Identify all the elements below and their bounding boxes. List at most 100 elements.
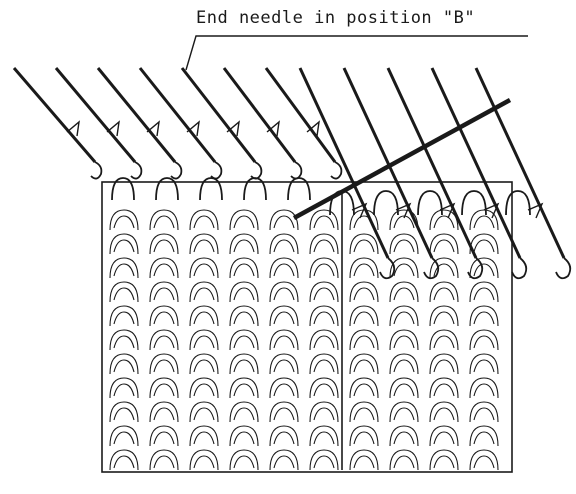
stitch — [230, 378, 258, 398]
position-bar-line — [294, 100, 510, 218]
stitch — [470, 402, 498, 422]
stitch — [150, 210, 178, 230]
needle-left — [224, 68, 301, 179]
stitch — [470, 426, 498, 446]
stitch — [190, 330, 218, 350]
stitch — [230, 282, 258, 302]
stitch — [430, 234, 458, 254]
stitch — [430, 402, 458, 422]
top-loop — [462, 191, 486, 215]
stitch — [270, 234, 298, 254]
stitch — [390, 354, 418, 374]
needle-left — [98, 68, 181, 179]
stitch — [310, 378, 338, 398]
stitch — [150, 378, 178, 398]
stitch — [470, 306, 498, 326]
stitch — [270, 210, 298, 230]
position-bar — [294, 100, 510, 218]
stitch — [350, 306, 378, 326]
stitch — [270, 450, 298, 470]
stitch — [390, 282, 418, 302]
stitch — [390, 234, 418, 254]
stitch — [230, 354, 258, 374]
stitch — [110, 354, 138, 374]
needle-right — [388, 68, 482, 278]
stitch — [310, 426, 338, 446]
stitch — [350, 426, 378, 446]
needle-left — [56, 68, 141, 179]
stitch — [270, 378, 298, 398]
stitch — [470, 258, 498, 278]
stitch — [190, 402, 218, 422]
stitch — [230, 426, 258, 446]
needle-left — [140, 68, 221, 179]
stitch — [190, 354, 218, 374]
stitch — [230, 234, 258, 254]
stitch — [110, 378, 138, 398]
fabric-outline — [102, 182, 512, 472]
knitted-fabric — [102, 178, 530, 472]
stitch — [270, 426, 298, 446]
stitch — [150, 354, 178, 374]
stitch — [110, 426, 138, 446]
stitch — [310, 402, 338, 422]
leader-line — [186, 36, 528, 70]
stitch — [110, 402, 138, 422]
stitch — [190, 282, 218, 302]
stitch — [270, 282, 298, 302]
stitch — [470, 450, 498, 470]
stitch — [390, 306, 418, 326]
stitch — [310, 306, 338, 326]
stitch — [230, 330, 258, 350]
stitch — [310, 258, 338, 278]
needle-right — [476, 68, 570, 278]
stitch — [270, 354, 298, 374]
stitch — [190, 210, 218, 230]
stitch — [350, 402, 378, 422]
stitch — [310, 234, 338, 254]
stitch — [310, 450, 338, 470]
stitch — [390, 330, 418, 350]
stitch — [230, 402, 258, 422]
stitch — [350, 258, 378, 278]
stitch — [190, 378, 218, 398]
stitch — [390, 450, 418, 470]
stitch — [430, 354, 458, 374]
stitch — [110, 330, 138, 350]
stitch — [430, 282, 458, 302]
caption-label: End needle in position "B" — [196, 8, 475, 28]
stitch — [150, 282, 178, 302]
stitch — [190, 450, 218, 470]
stitch — [470, 330, 498, 350]
stitch — [270, 306, 298, 326]
stitch — [390, 402, 418, 422]
stitch — [390, 426, 418, 446]
stitch — [230, 306, 258, 326]
stitch — [150, 258, 178, 278]
stitch — [470, 282, 498, 302]
needle-left — [182, 68, 261, 179]
stitch — [430, 378, 458, 398]
stitch — [230, 450, 258, 470]
stitch — [110, 234, 138, 254]
stitch — [270, 402, 298, 422]
stitch — [190, 306, 218, 326]
caption-leader-line — [186, 36, 528, 70]
top-loop — [506, 191, 530, 215]
stitch — [150, 234, 178, 254]
stitch — [310, 282, 338, 302]
stitch — [470, 234, 498, 254]
stitch — [430, 330, 458, 350]
stitch — [350, 354, 378, 374]
stitch — [110, 450, 138, 470]
stitch — [190, 234, 218, 254]
stitch — [350, 330, 378, 350]
stitch — [150, 330, 178, 350]
stitch — [430, 426, 458, 446]
stitch — [350, 450, 378, 470]
stitch — [350, 234, 378, 254]
stitch — [310, 210, 338, 230]
stitch — [270, 258, 298, 278]
stitch — [430, 450, 458, 470]
